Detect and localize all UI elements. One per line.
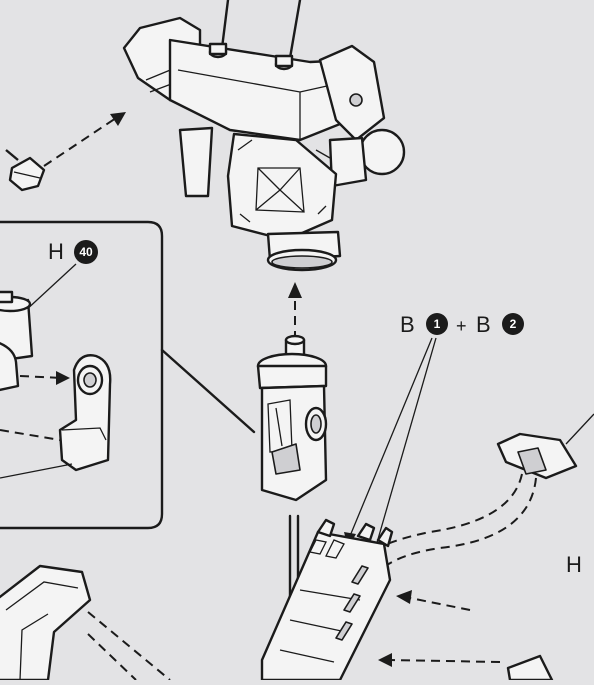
label-h40-number: 40 [79, 245, 93, 259]
dashed-guide-armor [87, 611, 171, 681]
arrow-head [378, 653, 392, 667]
label-b2-letter: B [476, 312, 491, 337]
callout-pointer-line [160, 348, 256, 434]
waist-assembly [122, 0, 406, 272]
waist-main-block [168, 38, 352, 142]
dashed-arrow-inset [19, 375, 63, 379]
guide-line-top-right [288, 0, 302, 60]
leader-line-b1 [349, 337, 433, 537]
waist-skirt-tab [178, 126, 214, 198]
inset-callout-box [0, 220, 164, 530]
arrow-head [396, 590, 412, 604]
label-h-right: H [566, 552, 582, 577]
dashed-guide-right-inner [371, 477, 537, 581]
dashed-arrow-pin-to-waist [43, 117, 117, 167]
leg-frame-part [260, 518, 394, 682]
small-clip-part [496, 432, 578, 480]
arrow-head [110, 112, 126, 126]
inset-hinge-part [58, 354, 112, 472]
label-b1-letter: B [400, 312, 415, 337]
waist-ball-joint [358, 128, 406, 176]
filled-circle-number-icon [74, 240, 98, 264]
dashed-arrow-leg-right [409, 597, 471, 611]
arrow-head [288, 282, 302, 298]
leader-line-inset [0, 463, 73, 479]
filled-circle-number-icon [502, 313, 524, 335]
label-h40: H 40 [48, 239, 98, 264]
dashed-arrow-leg-bottom [389, 659, 501, 663]
guide-line-top-left [220, 0, 230, 50]
inset-cylinder-part [0, 290, 34, 392]
leader-line-right [565, 413, 594, 445]
leader-line-b2 [375, 337, 437, 547]
small-part-bottom-right [506, 654, 554, 682]
label-h40-letter: H [48, 239, 64, 264]
dashed-guide-inset [0, 429, 61, 441]
pin-part [5, 149, 46, 192]
label-plus: + [456, 316, 467, 336]
label-b2-number: 2 [510, 317, 517, 331]
label-b1-b2: B 1 + B 2 [400, 312, 524, 337]
waist-right-wing [318, 44, 386, 142]
arrow-head [56, 371, 70, 385]
filled-circle-number-icon [426, 313, 448, 335]
leader-line-h40 [23, 263, 77, 313]
center-joint-part [256, 334, 328, 502]
label-b1-number: 1 [434, 317, 441, 331]
armor-plate-part [0, 564, 92, 682]
